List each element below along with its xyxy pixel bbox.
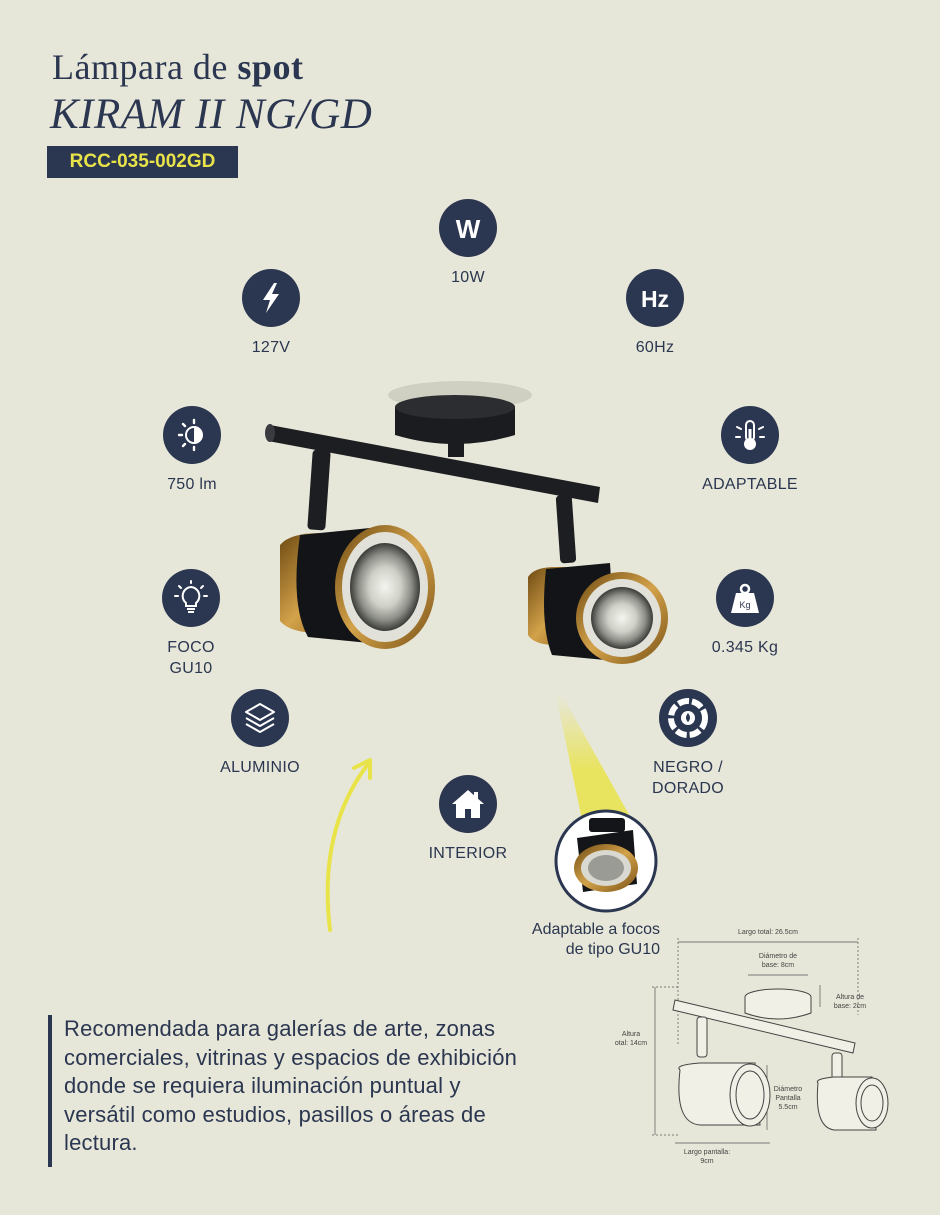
bulb-icon	[162, 569, 220, 627]
spec-bulb-label: FOCO GU10	[167, 639, 215, 677]
brightness-icon	[163, 406, 221, 464]
layers-icon	[231, 689, 289, 747]
title-bold: spot	[237, 47, 304, 87]
dimensions-drawing	[652, 938, 889, 1144]
svg-text:W: W	[456, 214, 481, 243]
spec-bulb: FOCO GU10	[131, 569, 251, 679]
hertz-icon: Hz	[626, 269, 684, 327]
spec-lumens: 750 lm	[132, 406, 252, 495]
page-title: Lámpara de spot	[52, 46, 303, 88]
dim-base-height-2: base: 2cm	[833, 1003, 867, 1010]
spec-material-label: ALUMINIO	[220, 759, 300, 776]
light-beam	[556, 695, 632, 820]
dim-shade-length-1: Largo pantalla:	[683, 1149, 731, 1156]
spec-weight: Kg 0.345 Kg	[685, 569, 805, 658]
spec-color-label: NEGRO / DORADO	[651, 759, 725, 797]
spec-material: ALUMINIO	[200, 689, 320, 778]
thermometer-icon	[721, 406, 779, 464]
color-wheel-icon	[659, 689, 717, 747]
dim-shade-diameter-2: Pantalla	[775, 1095, 801, 1102]
spot-lamp-image	[265, 381, 668, 664]
spec-watts-label: 10W	[451, 269, 485, 286]
dim-total-height-1: Altura	[621, 1031, 641, 1038]
weight-icon: Kg	[716, 569, 774, 627]
spec-usage: INTERIOR	[408, 775, 528, 864]
dim-base-height-1: Altura de	[835, 994, 865, 1001]
spec-voltage: 127V	[211, 269, 331, 358]
spec-temperature: ADAPTABLE	[690, 406, 810, 495]
model-name: KIRAM II NG/GD	[50, 91, 373, 138]
weight-glyph: Kg	[739, 600, 750, 610]
gu10-caption: Adaptable a focos de tipo GU10	[531, 921, 660, 958]
spec-voltage-label: 127V	[251, 339, 291, 356]
spec-frequency-label: 60Hz	[635, 339, 675, 356]
gu10-detail-image	[554, 809, 658, 913]
svg-text:Hz: Hz	[641, 286, 669, 312]
arrow-icon	[325, 758, 372, 932]
dim-total-height-2: otal: 14cm	[614, 1040, 648, 1047]
watt-icon: W	[439, 199, 497, 257]
dim-base-diameter-1: Diámetro de	[758, 953, 798, 960]
spec-usage-label: INTERIOR	[428, 845, 508, 862]
sku-badge: RCC-035-002GD	[47, 146, 238, 178]
spec-temperature-label: ADAPTABLE	[702, 476, 798, 493]
house-icon	[439, 775, 497, 833]
lightning-icon	[242, 269, 300, 327]
dim-total-length: Largo total: 26.5cm	[738, 929, 798, 936]
spec-lumens-label: 750 lm	[167, 476, 217, 493]
dim-shade-length-2: 9cm	[700, 1158, 714, 1165]
dim-shade-diameter-3: 5.5cm	[778, 1104, 798, 1111]
dimensions-diagram: Largo total: 26.5cm Diámetro de base: 8c…	[610, 925, 900, 1170]
dim-base-diameter-2: base: 8cm	[761, 962, 795, 969]
spec-frequency: Hz 60Hz	[595, 269, 715, 358]
spec-color: NEGRO / DORADO	[628, 689, 748, 799]
spec-weight-label: 0.345 Kg	[711, 639, 779, 656]
title-prefix: Lámpara de	[52, 47, 228, 87]
dim-shade-diameter-1: Diámetro	[773, 1086, 803, 1093]
spec-watts: W 10W	[408, 199, 528, 288]
description-text: Recomendada para galerías de arte, zonas…	[48, 1015, 534, 1167]
